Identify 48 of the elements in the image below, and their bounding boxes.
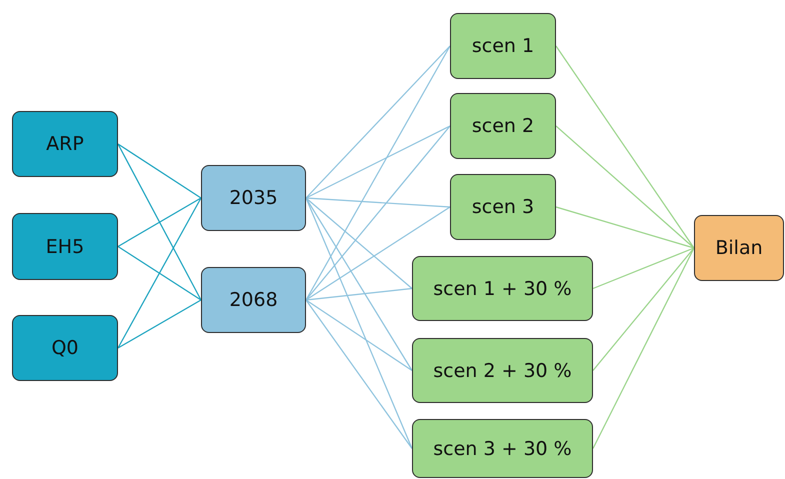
node-label: scen 2 xyxy=(472,115,534,137)
connector-line xyxy=(306,126,450,300)
node-label: Bilan xyxy=(715,237,763,259)
process-box xyxy=(450,174,556,240)
connector-line xyxy=(117,144,202,300)
connector-line xyxy=(592,248,694,371)
connector-line xyxy=(306,288,412,301)
connector-line xyxy=(556,126,694,248)
node-label: scen 3 xyxy=(472,196,534,218)
connector-line xyxy=(118,144,202,198)
node-label: EH5 xyxy=(46,236,84,258)
node-label: Q0 xyxy=(51,337,79,359)
node-label: scen 1 xyxy=(472,35,534,57)
process-box xyxy=(201,267,306,333)
process-box xyxy=(12,111,118,177)
node-label: ARP xyxy=(46,133,84,155)
connector-line xyxy=(305,46,451,300)
process-box xyxy=(450,13,556,79)
connector-line xyxy=(306,46,450,198)
connector-line xyxy=(592,247,694,290)
connector-line xyxy=(306,198,412,289)
process-box xyxy=(412,419,593,478)
process-box xyxy=(201,165,306,231)
node-label: scen 3 + 30 % xyxy=(433,438,572,460)
connector-line xyxy=(592,248,695,449)
connector-line xyxy=(306,300,412,449)
node-label: scen 2 + 30 % xyxy=(433,360,572,382)
connector-line xyxy=(305,198,413,371)
connector-line xyxy=(118,246,202,300)
connector-line xyxy=(306,197,450,208)
process-box xyxy=(12,213,118,280)
connector-line xyxy=(556,46,694,248)
process-box xyxy=(412,256,593,321)
connector-line xyxy=(118,197,202,248)
node-label: 2068 xyxy=(229,289,278,311)
connector-line xyxy=(118,299,202,349)
connector-line xyxy=(306,206,450,300)
connector-line xyxy=(305,198,413,449)
connector-line xyxy=(306,125,450,199)
connector-line xyxy=(556,206,694,249)
process-box xyxy=(12,315,118,381)
connector-line xyxy=(306,300,412,371)
process-box xyxy=(694,215,784,281)
process-box xyxy=(412,338,593,403)
connector-line xyxy=(117,198,202,348)
process-box xyxy=(450,93,556,159)
node-label: 2035 xyxy=(229,187,278,209)
node-label: scen 1 + 30 % xyxy=(433,278,572,300)
